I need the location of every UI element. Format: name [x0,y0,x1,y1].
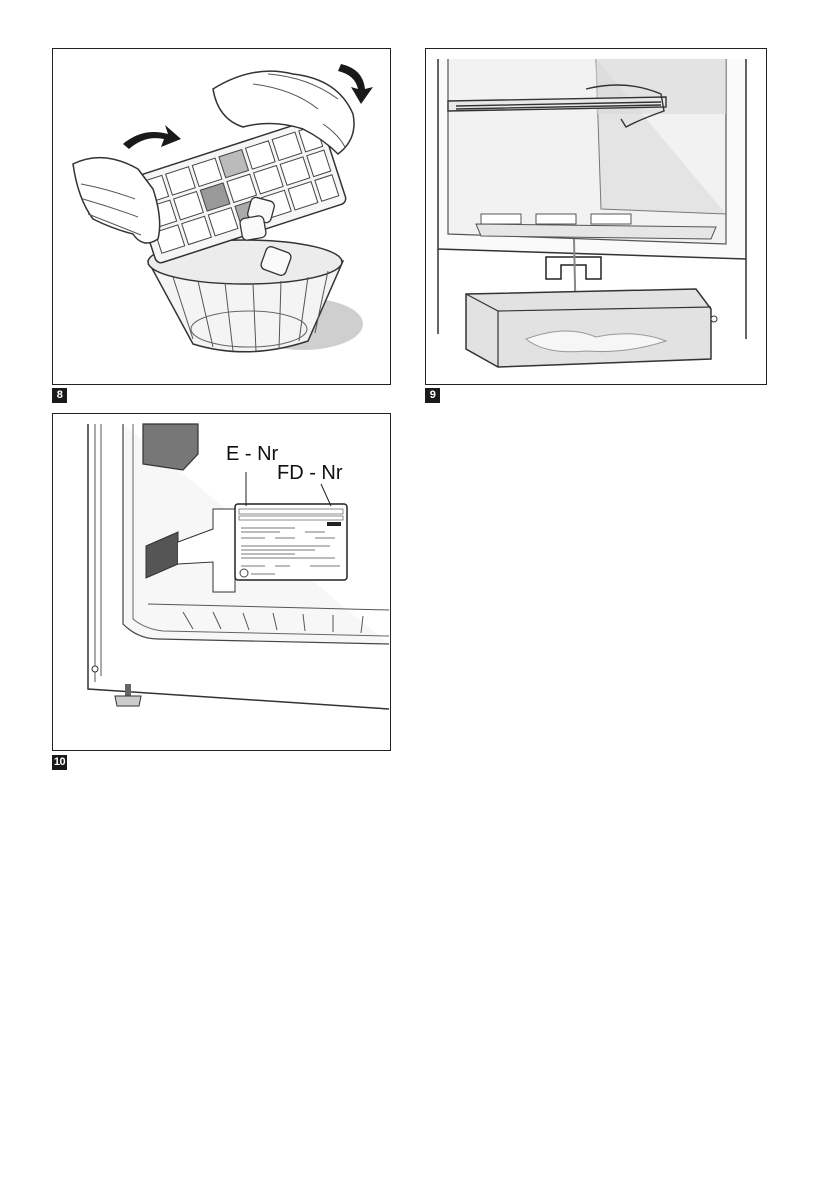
ice-tray-illustration [53,49,389,383]
e-nr-label: E - Nr [226,443,278,466]
water-tray [466,289,717,367]
figure-8-panel [52,48,391,385]
figure-9-panel [425,48,767,385]
figure-8-number: 8 [52,388,67,403]
rotate-arrow-left-icon [123,125,181,149]
defrost-illustration [426,49,765,383]
fd-nr-label: FD - Nr [277,462,343,485]
figure-10-number: 10 [52,755,67,770]
figure-9-number: 9 [425,388,440,403]
fd-nr-leader-line [321,484,331,506]
ice-cube [239,215,266,241]
drawer [143,424,198,470]
adjustable-foot [115,684,141,706]
rating-plate [235,504,347,580]
